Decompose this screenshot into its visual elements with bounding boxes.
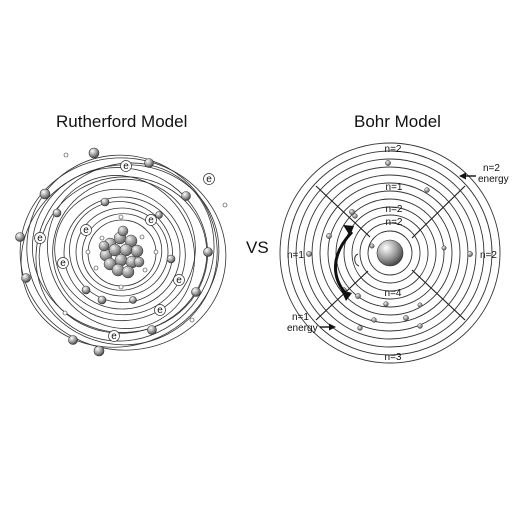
electron-e-9-symbol: e <box>157 305 163 316</box>
bohr-electrons <box>306 160 473 331</box>
inner-hook-mark <box>354 253 360 267</box>
bohr-model: n=2 n=1 n=2 n=2 n=1 n=2 n=4 n=3 n=2 ener… <box>279 142 509 364</box>
rutherford-nucleus <box>98 225 145 279</box>
electron-e-2-symbol: e <box>206 174 212 185</box>
electron-e-6: e <box>173 274 185 286</box>
label-inner-b: n=2 <box>386 204 403 215</box>
energy-top-word: energy <box>478 174 509 185</box>
electron-e-4: e <box>57 257 69 269</box>
bohr-labels: n=2 n=1 n=2 n=2 n=1 n=2 n=4 n=3 n=2 ener… <box>287 144 509 363</box>
electron-e-1: e <box>120 160 132 172</box>
rutherford-labeled-electrons: e e e e e e e e e <box>34 160 215 342</box>
electron-e-9: e <box>154 304 166 316</box>
electron-e-8: e <box>80 224 92 236</box>
energy-arrows <box>320 172 476 331</box>
rutherford-title: Rutherford Model <box>56 112 188 131</box>
electron-e-8-symbol: e <box>83 225 89 236</box>
transition-arrow <box>333 225 354 301</box>
vs-label: VS <box>246 238 269 257</box>
rutherford-model: e e e e e e e e e <box>15 147 228 357</box>
electron-e-3: e <box>34 232 46 244</box>
energy-left-word: energy <box>287 323 318 334</box>
bohr-title: Bohr Model <box>354 112 441 131</box>
electron-e-7: e <box>108 330 120 342</box>
electron-e-1-symbol: e <box>123 161 129 172</box>
electron-e-5: e <box>145 214 157 226</box>
label-inner-a: n=1 <box>386 182 403 193</box>
label-lower: n=4 <box>385 288 402 299</box>
rutherford-electrons <box>15 147 213 357</box>
electron-e-2: e <box>203 173 215 185</box>
bohr-divider-lines <box>315 185 466 321</box>
energy-top-level: n=2 <box>483 163 500 174</box>
electron-e-5-symbol: e <box>148 215 154 226</box>
label-top: n=2 <box>385 144 402 155</box>
energy-left-level: n=1 <box>292 312 309 323</box>
bohr-nucleus <box>376 239 404 267</box>
label-right: n=2 <box>480 250 497 261</box>
label-inner-c: n=2 <box>386 217 403 228</box>
electron-e-7-symbol: e <box>111 331 117 342</box>
electron-e-4-symbol: e <box>60 258 66 269</box>
label-left: n=1 <box>287 250 304 261</box>
label-bottom: n=3 <box>385 352 402 363</box>
electron-e-6-symbol: e <box>176 275 182 286</box>
electron-e-3-symbol: e <box>37 233 43 244</box>
rutherford-small-dots <box>62 152 228 323</box>
